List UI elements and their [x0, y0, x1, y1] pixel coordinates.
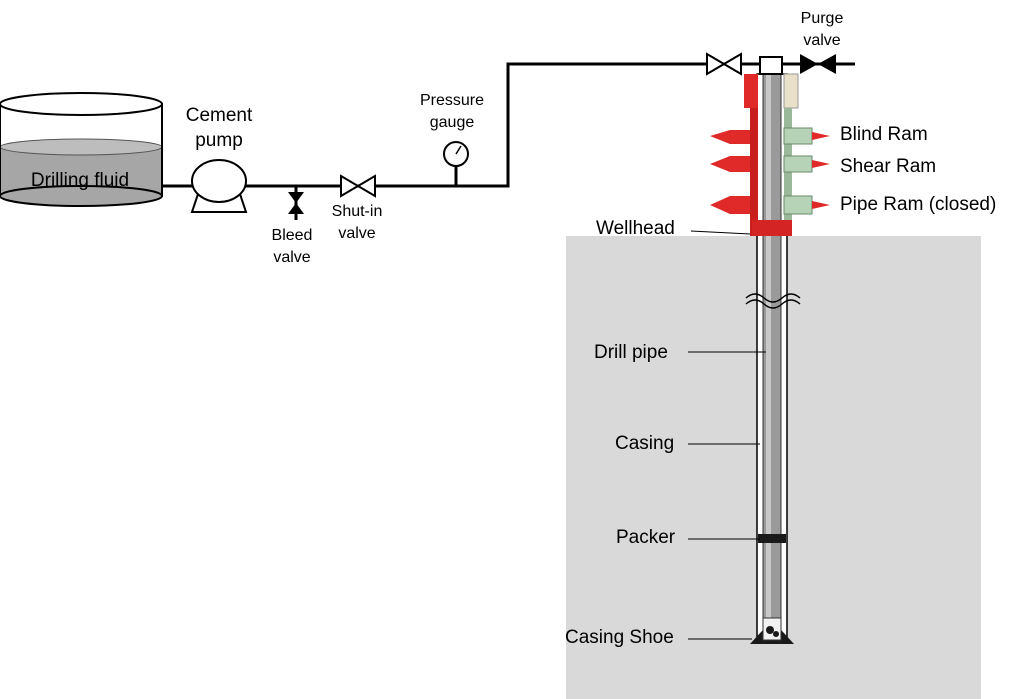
tank-icon — [0, 92, 163, 207]
gate-valve-icon — [706, 52, 742, 76]
bleed-valve-icon — [288, 186, 304, 220]
purge-valve-label-1: Purge — [801, 10, 844, 27]
bleed-valve-label-1: Bleed — [272, 227, 313, 244]
purge-valve-icon — [800, 54, 836, 74]
casing-shoe-label: Casing Shoe — [565, 627, 674, 648]
shutin-valve-label-2: valve — [338, 225, 375, 242]
casing-shoe-icon — [750, 617, 794, 644]
shutin-valve-icon — [340, 174, 376, 198]
flow-line — [162, 62, 760, 188]
pressure-gauge-icon — [443, 141, 469, 186]
casing-label: Casing — [615, 433, 674, 454]
bop-stack-icon — [710, 73, 830, 236]
drill-pipe-label: Drill pipe — [594, 342, 668, 363]
pressure-gauge-label-1: Pressure — [420, 92, 484, 109]
purge-valve-label-2: valve — [803, 32, 840, 49]
wellhead-leader — [690, 230, 751, 235]
shutin-valve-label-1: Shut-in — [332, 203, 383, 220]
bleed-valve-label-2: valve — [273, 249, 310, 266]
shear-ram-label: Shear Ram — [840, 156, 936, 177]
pressure-gauge-label-2: gauge — [430, 114, 475, 131]
cement-pump-label-1: Cement — [186, 105, 253, 126]
wellhead-label: Wellhead — [596, 218, 675, 239]
wellbore — [745, 73, 801, 643]
pipe-ram-label: Pipe Ram (closed) — [840, 194, 996, 215]
cement-pump-label-2: pump — [195, 130, 243, 151]
blind-ram-label: Blind Ram — [840, 124, 928, 145]
drilling-fluid-label: Drilling fluid — [31, 170, 129, 191]
packer-icon — [758, 534, 786, 543]
pump-icon — [190, 159, 248, 213]
packer-label: Packer — [616, 527, 676, 548]
top-connection — [759, 56, 783, 75]
